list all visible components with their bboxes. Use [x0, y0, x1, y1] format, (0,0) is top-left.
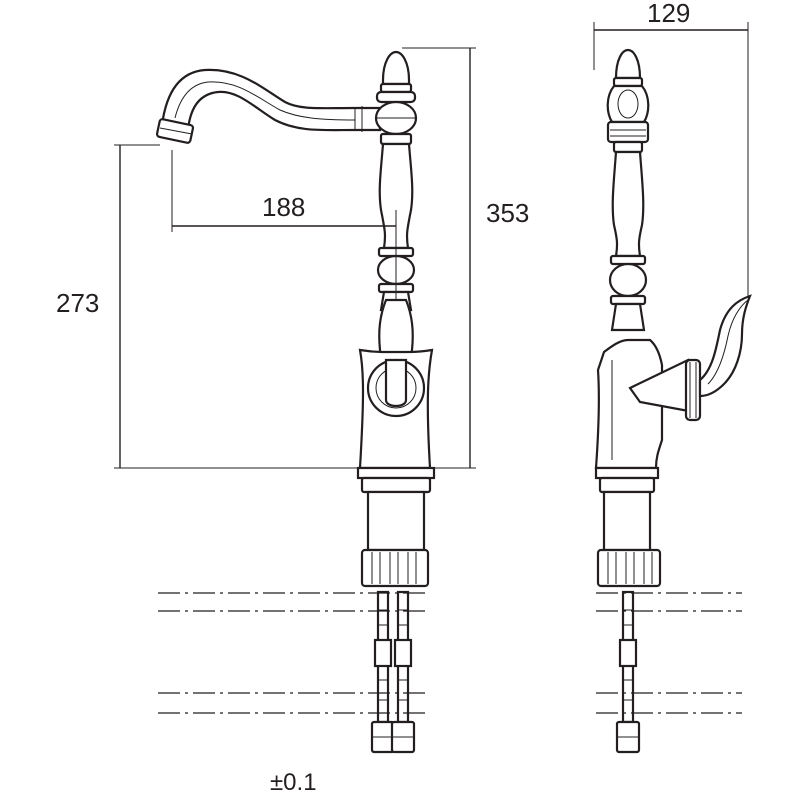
side-view-faucet [594, 48, 752, 754]
label-spout-height: 273 [56, 288, 99, 318]
side-aerator [606, 120, 650, 144]
label-spout-reach: 188 [262, 192, 305, 222]
front-spout [160, 68, 382, 132]
side-dimensions [593, 22, 749, 296]
label-side-depth: 129 [647, 0, 690, 28]
label-overall-height: 353 [486, 198, 529, 228]
side-ribbed-nut [596, 548, 662, 588]
front-shank-nut [360, 476, 432, 494]
side-supply-hose [615, 590, 641, 754]
side-shank-nut [598, 476, 656, 494]
countertop-lines [158, 592, 742, 714]
front-ribbed-nut [360, 548, 430, 588]
side-handle [698, 294, 752, 398]
front-dimensions [114, 47, 476, 469]
label-tolerance: ±0.1 [270, 769, 317, 796]
front-supply-hoses [370, 590, 416, 754]
side-column [611, 150, 645, 258]
side-cartridge [684, 358, 702, 422]
side-finial [614, 48, 642, 80]
front-finial [381, 50, 411, 86]
front-view-faucet [155, 50, 436, 754]
